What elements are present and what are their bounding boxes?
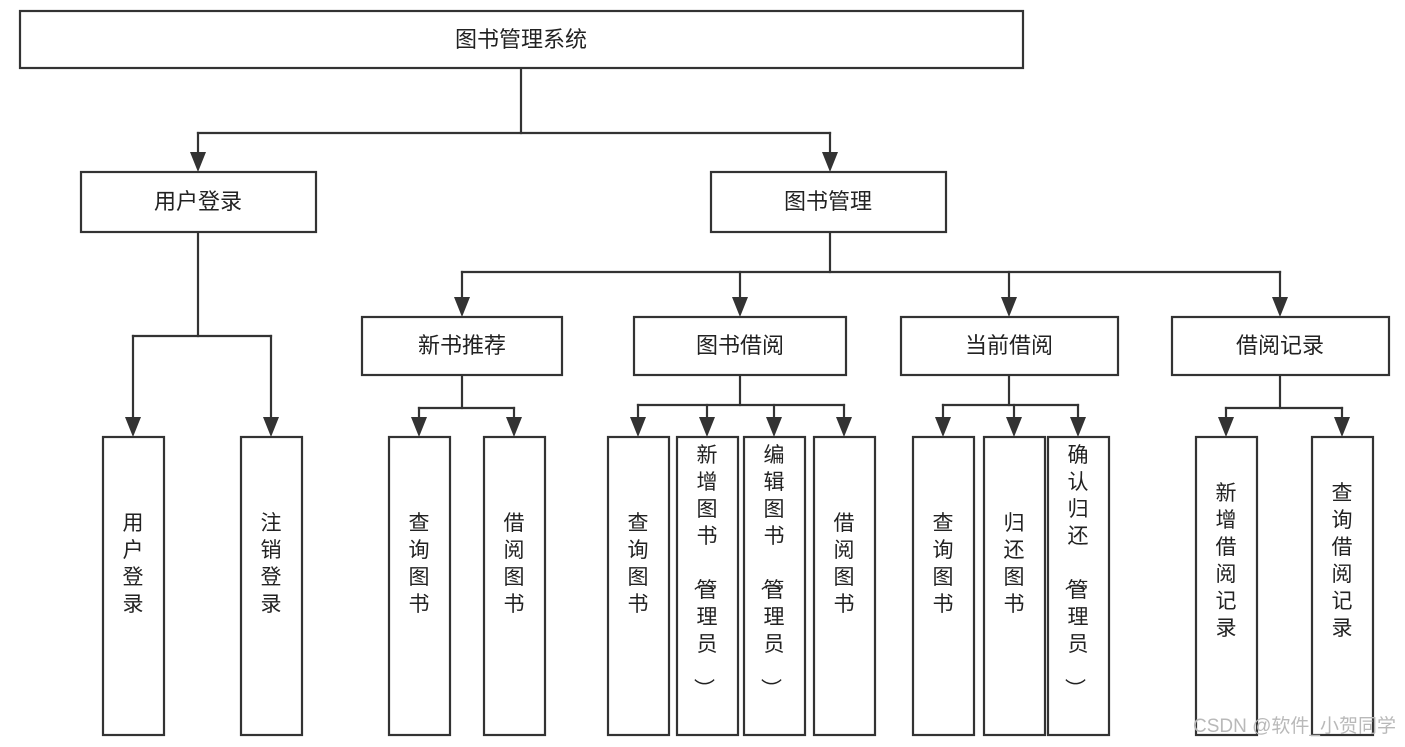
node-book-management[interactable]: 图书管理 — [709, 170, 948, 234]
arrow-to-leaf-borrow-book-1 — [506, 417, 522, 437]
arrow-to-leaf-return-book — [1006, 417, 1022, 437]
arrow-to-leaf-query-borrow-record — [1334, 417, 1350, 437]
arrow-to-leaf-query-book-1 — [411, 417, 427, 437]
node-book-borrow-box[interactable] — [632, 315, 848, 377]
arrow-to-current-borrow — [1001, 297, 1017, 317]
node-book-borrow[interactable]: 图书借阅 — [632, 315, 848, 377]
leaf-borrow-book-1-label: 借阅图书 — [504, 512, 525, 616]
node-root-box[interactable] — [18, 9, 1025, 70]
node-new-book-recommend-label: 新书推荐 — [418, 333, 506, 358]
leaf-edit-book-box[interactable] — [742, 435, 807, 737]
leaf-edit-book[interactable]: 编辑图书（管理员） — [742, 435, 807, 737]
arrow-to-leaf-logout-login — [263, 417, 279, 437]
node-borrow-record[interactable]: 借阅记录 — [1170, 315, 1391, 377]
node-current-borrow-label: 当前借阅 — [965, 333, 1053, 358]
leaf-user-login-label: 用户登录 — [123, 512, 144, 616]
leaf-query-borrow-record-box[interactable] — [1310, 435, 1375, 737]
leaf-user-login[interactable]: 用户登录 — [101, 435, 166, 737]
leaf-confirm-return-box[interactable] — [1046, 435, 1111, 737]
leaf-query-borrow-record[interactable]: 查询借阅记录 — [1310, 435, 1375, 737]
leaf-confirm-return-label: 确认归还（管理员） — [1063, 444, 1089, 699]
leaf-borrow-book-1[interactable]: 借阅图书 — [482, 435, 547, 737]
node-user-login-label: 用户登录 — [154, 189, 242, 214]
connector-layer — [125, 66, 1350, 437]
node-borrow-record-label: 借阅记录 — [1236, 333, 1324, 358]
node-book-borrow-label: 图书借阅 — [696, 333, 784, 358]
leaf-return-book-label: 归还图书 — [1004, 512, 1025, 616]
node-current-borrow[interactable]: 当前借阅 — [899, 315, 1120, 377]
arrow-to-leaf-add-borrow-record — [1218, 417, 1234, 437]
arrow-to-book-management — [822, 152, 838, 172]
leaf-return-book-box[interactable] — [982, 435, 1047, 737]
leaf-add-book-box[interactable] — [675, 435, 740, 737]
node-user-login-box[interactable] — [79, 170, 318, 234]
leaf-edit-book-label: 编辑图书（管理员） — [759, 444, 785, 699]
leaf-borrow-book-1-box[interactable] — [482, 435, 547, 737]
leaf-logout-login[interactable]: 注销登录 — [239, 435, 304, 737]
leaf-logout-login-label: 注销登录 — [261, 512, 282, 616]
arrow-to-book-borrow — [732, 297, 748, 317]
arrow-to-leaf-user-login — [125, 417, 141, 437]
node-book-management-label: 图书管理 — [784, 189, 872, 214]
arrow-to-new-book-recommend — [454, 297, 470, 317]
leaf-borrow-book-2-label: 借阅图书 — [834, 512, 855, 616]
leaf-return-book[interactable]: 归还图书 — [982, 435, 1047, 737]
leaf-query-book-3-box[interactable] — [911, 435, 976, 737]
node-current-borrow-box[interactable] — [899, 315, 1120, 377]
arrow-to-user-login — [190, 152, 206, 172]
node-root[interactable]: 图书管理系统 — [18, 9, 1025, 70]
leaf-add-book[interactable]: 新增图书（管理员） — [675, 435, 740, 737]
leaf-query-book-2-box[interactable] — [606, 435, 671, 737]
arrow-to-leaf-query-book-3 — [935, 417, 951, 437]
arrow-to-borrow-record — [1272, 297, 1288, 317]
leaf-confirm-return[interactable]: 确认归还（管理员） — [1046, 435, 1111, 737]
leaf-query-book-1-label: 查询图书 — [409, 512, 430, 616]
leaf-logout-login-box[interactable] — [239, 435, 304, 737]
leaf-query-book-1-box[interactable] — [387, 435, 452, 737]
node-new-book-recommend[interactable]: 新书推荐 — [360, 315, 564, 377]
leaf-borrow-book-2-box[interactable] — [812, 435, 877, 737]
leaf-query-borrow-record-label: 查询借阅记录 — [1332, 482, 1353, 640]
leaf-borrow-book-2[interactable]: 借阅图书 — [812, 435, 877, 737]
leaf-add-borrow-record[interactable]: 新增借阅记录 — [1194, 435, 1259, 737]
csdn-watermark: CSDN @软件_小贺同学 — [1193, 715, 1396, 737]
leaf-add-borrow-record-label: 新增借阅记录 — [1216, 482, 1237, 640]
node-borrow-record-box[interactable] — [1170, 315, 1391, 377]
leaf-user-login-box[interactable] — [101, 435, 166, 737]
leaf-add-borrow-record-box[interactable] — [1194, 435, 1259, 737]
arrow-to-leaf-add-book — [699, 417, 715, 437]
node-new-book-recommend-box[interactable] — [360, 315, 564, 377]
leaf-add-book-label: 新增图书（管理员） — [692, 444, 718, 699]
leaf-query-book-2[interactable]: 查询图书 — [606, 435, 671, 737]
node-book-management-box[interactable] — [709, 170, 948, 234]
arrow-to-leaf-borrow-book-2 — [836, 417, 852, 437]
leaf-query-book-1[interactable]: 查询图书 — [387, 435, 452, 737]
arrow-to-leaf-query-book-2 — [630, 417, 646, 437]
leaf-query-book-3[interactable]: 查询图书 — [911, 435, 976, 737]
node-root-label: 图书管理系统 — [455, 27, 587, 52]
arrow-to-leaf-edit-book — [766, 417, 782, 437]
leaf-query-book-2-label: 查询图书 — [628, 512, 649, 616]
arrow-to-leaf-confirm-return — [1070, 417, 1086, 437]
leaf-query-book-3-label: 查询图书 — [933, 512, 954, 616]
node-user-login[interactable]: 用户登录 — [79, 170, 318, 234]
